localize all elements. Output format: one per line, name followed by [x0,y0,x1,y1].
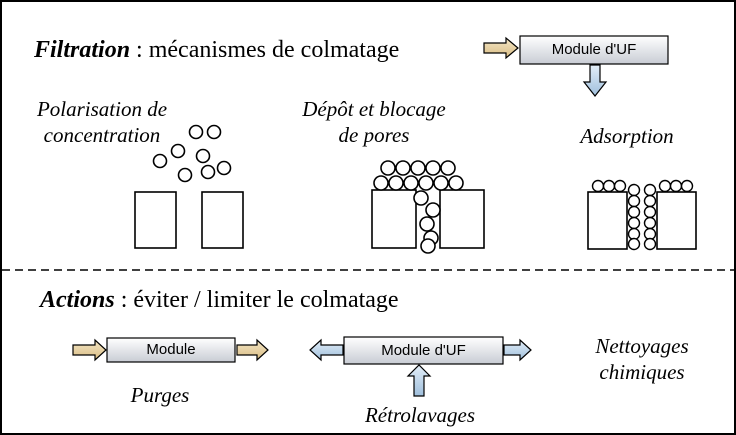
particle [413,190,429,206]
particle [425,202,441,218]
particle [433,175,449,191]
polarisation-sketch [134,124,244,249]
nettoyages-line2: chimiques [599,360,685,384]
membrane-wall [439,189,485,249]
particle [643,194,657,208]
particle [627,237,641,251]
particle [388,175,404,191]
particle [643,216,657,230]
particle [658,179,672,193]
particle [419,216,435,232]
left-flow-arrow-icon [309,338,344,362]
filtration-heading: Filtration : mécanismes de colmatage [34,38,399,62]
particle [627,194,641,208]
particle [627,205,641,219]
polarisation-line1: Polarisation de [36,97,168,121]
particle [425,160,441,176]
backwash-module-box [343,336,504,365]
particle [373,175,389,191]
particle [627,183,641,197]
particle [418,175,434,191]
particle [200,164,216,180]
inlet-arrow-icon [72,338,107,362]
filtration-title: Filtration [34,37,131,63]
particle [643,183,657,197]
particle [448,175,464,191]
cake-layer [373,160,464,191]
actions-title: Actions [40,287,115,313]
particle [410,160,426,176]
particle [440,160,456,176]
polarisation-line2: concentration [43,123,161,147]
particle [177,167,193,183]
uf-module-process [483,35,669,97]
particle [195,148,211,164]
membrane-wall [587,191,628,250]
particle [643,237,657,251]
actions-subtitle: : éviter / limiter le colmatage [114,287,399,313]
pore-blocking-sketch [371,160,485,254]
particle [206,124,222,140]
actions-heading: Actions : éviter / limiter le colmatage [40,288,399,312]
filtration-subtitle: : mécanismes de colmatage [130,37,400,63]
particle [602,179,616,193]
particle [591,179,605,193]
purge-module-label: Module [146,341,196,358]
particle [152,153,168,169]
particle-cloud [152,124,232,183]
adsorption-label: Adsorption [580,124,674,148]
particle [669,179,683,193]
particle [643,205,657,219]
membrane-wall [201,191,244,249]
adsorption-caption: Adsorption [562,123,692,149]
membrane-wall [134,191,177,249]
particle [420,238,436,254]
purge-process [72,337,269,363]
depot-line1: Dépôt et blocage [302,97,446,121]
purge-outlet-arrow-icon [236,338,269,362]
nettoyages-caption: Nettoyages chimiques [572,333,712,385]
depot-caption: Dépôt et blocage de pores [276,96,472,148]
particle [395,160,411,176]
adsorbed-layer [591,179,694,251]
particle [680,179,694,193]
backwash-process [309,336,532,397]
particle [403,175,419,191]
retrolavages-caption: Rétrolavages [364,403,476,427]
particle [613,179,627,193]
backwash-module-label: Module d'UF [381,342,466,359]
feed-arrow-icon [483,36,519,60]
particle [188,124,204,140]
pore-plug [413,190,441,254]
permeate-arrow-icon [582,64,608,97]
depot-line2: de pores [338,123,410,147]
purge-module-box [106,337,236,363]
membrane-wall [656,191,697,250]
right-flow-arrow-icon [503,338,532,362]
membrane-wall [371,189,417,249]
particle [627,216,641,230]
adsorption-sketch [587,179,697,251]
backwash-up-arrow-icon [406,364,432,397]
particle [216,160,232,176]
purges-caption: Purges [130,383,190,407]
nettoyages-line1: Nettoyages [595,334,689,358]
uf-module-label: Module d'UF [551,41,637,58]
polarisation-caption: Polarisation de concentration [22,96,182,148]
uf-module-box [519,35,669,65]
particle [380,160,396,176]
particle [170,143,186,159]
